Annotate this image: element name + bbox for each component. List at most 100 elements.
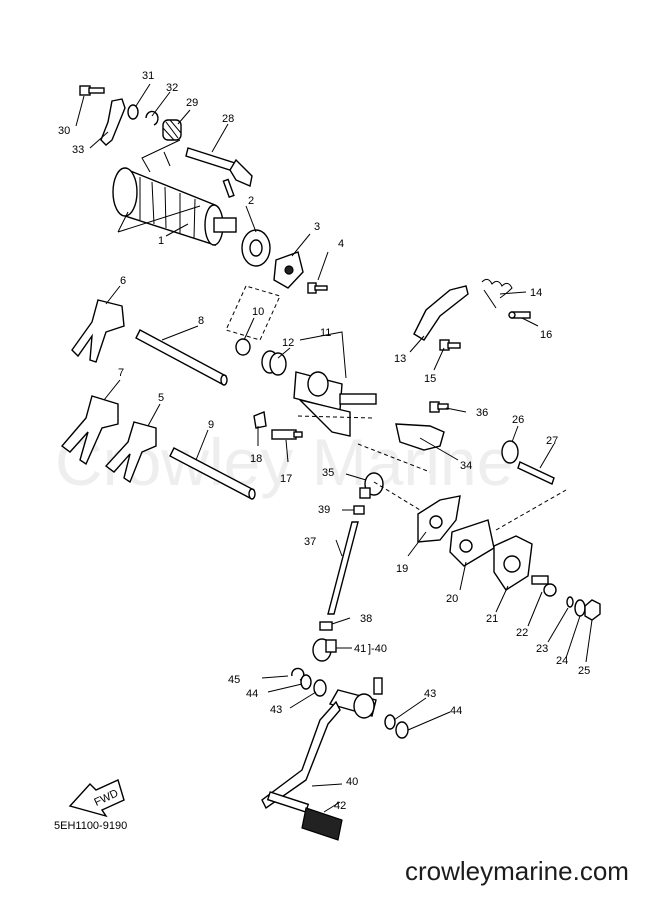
part-6-shift-fork	[71, 299, 125, 363]
site-url[interactable]: crowleymarine.com	[405, 856, 629, 886]
part-26-bushing	[501, 440, 519, 464]
part-42-pedal-rubber	[266, 791, 343, 841]
callout-12: 12	[282, 337, 294, 349]
part-11-shift-shaft-assembly	[293, 371, 377, 437]
fwd-arrow-icon: FWD	[68, 779, 125, 818]
part-36-bolt	[429, 401, 449, 413]
part-1-shift-drum	[112, 167, 237, 246]
callout-36: 36	[476, 407, 488, 419]
part-44-washer-right	[395, 721, 409, 739]
dashed-assembly-lines	[225, 285, 567, 531]
part-2-bearing	[241, 229, 271, 267]
part-29-spring	[162, 119, 182, 141]
part-38-nut	[319, 621, 333, 631]
callout-18: 18	[250, 453, 262, 465]
part-20-plate	[449, 519, 495, 567]
part-10-washer	[235, 338, 251, 356]
part-41-joint	[312, 638, 337, 662]
callout-numbers: 31 32 29 28 30 33 1 2 3 4 14 16 13 15 6 …	[58, 70, 590, 812]
part-39-nut	[353, 505, 365, 515]
callout-14: 14	[530, 287, 542, 299]
callout-41: 41	[354, 643, 366, 655]
part-35-joint	[359, 472, 384, 499]
callout-8: 8	[198, 315, 204, 327]
callout-29: 29	[186, 97, 198, 109]
leader-lines	[75, 83, 593, 813]
part-28-shift-shaft	[185, 147, 253, 199]
part-4-screw	[307, 282, 328, 294]
callout-39: 39	[318, 504, 330, 516]
callout-42: 42	[334, 800, 346, 812]
part-32-circlip	[145, 110, 159, 126]
part-34-shift-lever	[395, 423, 445, 451]
callout-24: 24	[556, 655, 568, 667]
callout-27: 27	[546, 435, 558, 447]
callout-40-bottom: 40	[346, 776, 358, 788]
callout-15: 15	[424, 373, 436, 385]
part-21-shift-lever	[493, 535, 533, 591]
callout-33: 33	[72, 144, 84, 156]
callout-41-ref-40: ]-40	[368, 643, 387, 655]
part-25-nut	[584, 599, 601, 621]
callout-19: 19	[396, 563, 408, 575]
callout-43-left: 43	[270, 704, 282, 716]
part-12-bushing	[261, 350, 287, 376]
part-24-washer	[574, 599, 586, 617]
callout-28: 28	[222, 113, 234, 125]
callout-13: 13	[394, 353, 406, 365]
callout-10: 10	[252, 306, 264, 318]
part-33-stopper-lever	[100, 98, 126, 146]
part-44-washer-left	[300, 674, 312, 690]
part-15-bolt	[439, 339, 461, 351]
callout-5: 5	[158, 392, 164, 404]
part-16-pin	[508, 311, 531, 319]
callout-34: 34	[460, 460, 472, 472]
callout-37: 37	[304, 536, 316, 548]
callout-3: 3	[314, 221, 320, 233]
callout-11: 11	[320, 327, 331, 339]
part-17-pin	[271, 429, 303, 440]
callout-45: 45	[228, 674, 240, 686]
callout-21: 21	[486, 613, 498, 625]
callout-25: 25	[578, 665, 590, 677]
callout-16: 16	[540, 329, 552, 341]
part-43-seal-right	[384, 714, 396, 730]
part-43-seal-left	[313, 679, 327, 697]
part-3-segment	[273, 251, 304, 289]
callout-23: 23	[536, 643, 548, 655]
callout-20: 20	[446, 593, 458, 605]
callout-9: 9	[208, 419, 214, 431]
callout-30: 30	[58, 125, 70, 137]
part-37-shift-rod	[327, 521, 359, 615]
callout-7: 7	[118, 367, 124, 379]
callout-22: 22	[516, 627, 528, 639]
part-13-stopper-lever	[413, 285, 469, 341]
part-30-bolt	[79, 85, 105, 96]
callout-43-right: 43	[424, 688, 436, 700]
callout-6: 6	[120, 275, 126, 287]
callout-44-right: 44	[450, 705, 462, 717]
part-31-washer	[127, 104, 139, 120]
callout-17: 17	[280, 473, 292, 485]
part-7-shift-fork	[60, 395, 119, 466]
part-18-plate	[253, 411, 267, 429]
part-40-shift-pedal	[261, 677, 383, 810]
callout-32: 32	[166, 82, 178, 94]
callout-44-left: 44	[246, 688, 258, 700]
callout-35: 35	[322, 467, 334, 479]
part-14-spring	[481, 278, 513, 309]
callout-4: 4	[338, 238, 344, 250]
part-9-guide-bar	[169, 447, 256, 500]
callout-31: 31	[142, 70, 154, 82]
part-5-shift-fork	[104, 421, 157, 484]
part-23-washer	[566, 596, 574, 608]
part-27-pin	[517, 461, 555, 485]
callout-38: 38	[360, 613, 372, 625]
callout-1: 1	[158, 235, 164, 247]
part-8-guide-bar	[135, 329, 228, 386]
part-22-bolt	[531, 575, 557, 597]
callout-26: 26	[512, 414, 524, 426]
diagram-code: 5EH1100-9190	[54, 820, 128, 832]
callout-2: 2	[248, 195, 254, 207]
